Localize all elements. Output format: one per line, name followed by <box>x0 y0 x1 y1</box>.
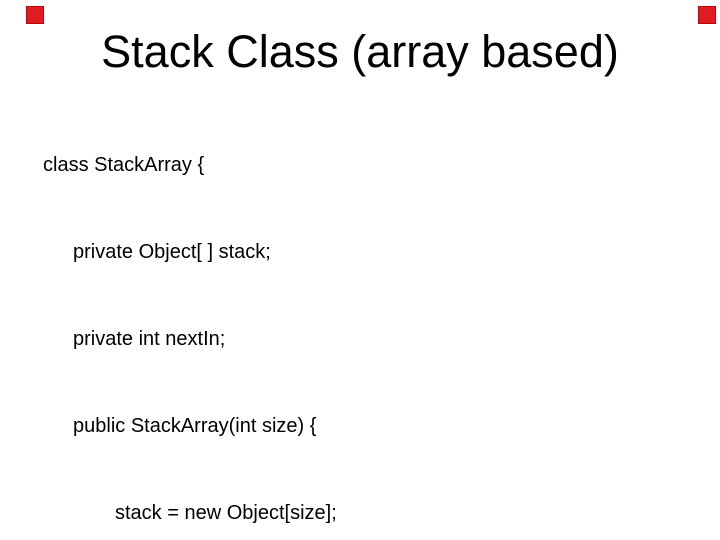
red-corner-marker-top-right <box>698 6 716 24</box>
code-line: class StackArray { <box>43 154 205 176</box>
code-line: private Object[ ] stack; <box>73 241 271 263</box>
code-line: stack = new Object[size]; <box>115 502 337 524</box>
red-corner-marker-top-left <box>26 6 44 24</box>
code-line: private int nextIn; <box>73 328 226 350</box>
slide-title: Stack Class (array based) <box>101 26 619 77</box>
code-line: public StackArray(int size) { <box>73 415 317 437</box>
code-block: class StackArray { private Object[ ] sta… <box>43 93 683 540</box>
